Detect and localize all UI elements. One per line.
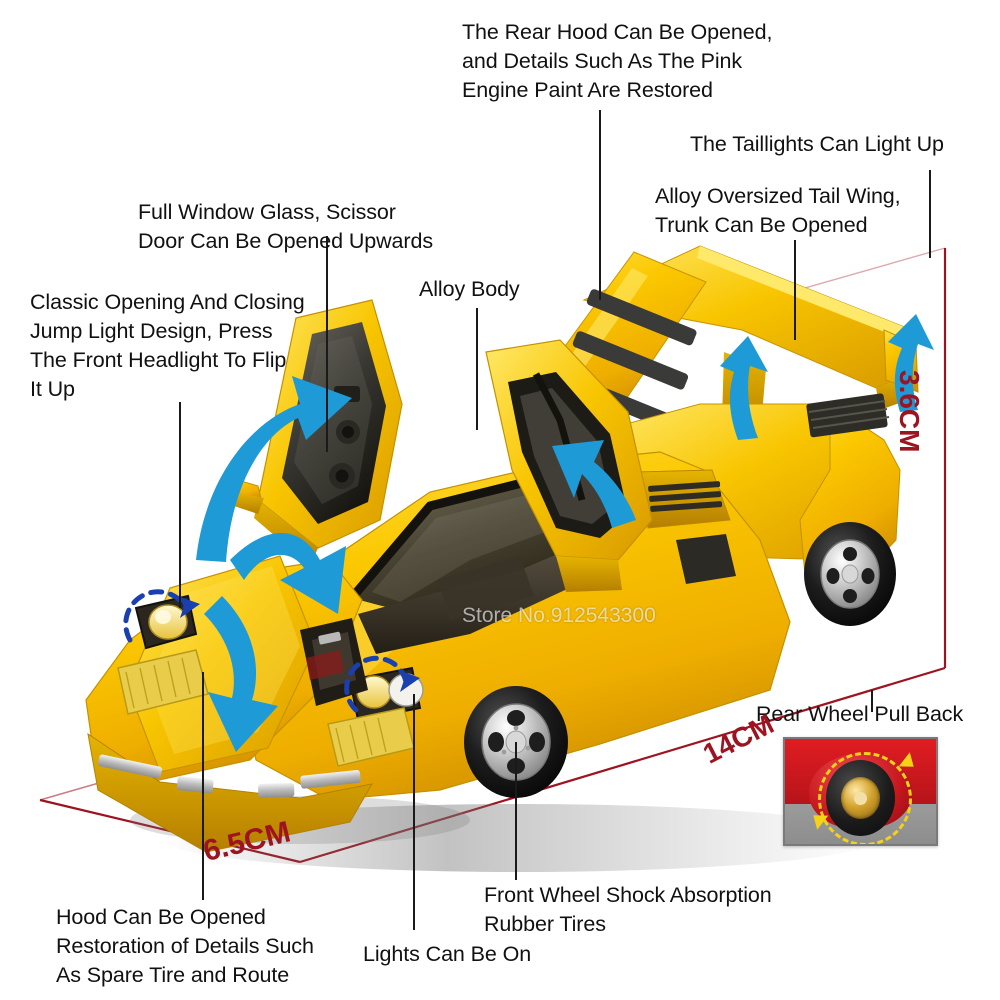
front-grille-slats	[98, 754, 361, 798]
scissor-door-left	[223, 299, 403, 566]
callout-hood-open: Hood Can Be Opened Restoration of Detail…	[56, 905, 314, 987]
callout-alloy-body: Alloy Body	[419, 277, 520, 301]
headlight-rotation-indicators	[123, 589, 409, 713]
headlight-left-popup	[134, 594, 198, 650]
callout-rear-wheel-pull-back: Rear Wheel Pull Back	[756, 702, 964, 726]
callout-lights-on: Lights Can Be On	[363, 942, 532, 966]
arrow-hood-sweep	[204, 596, 278, 752]
motion-arrows	[196, 314, 934, 752]
callout-rear-hood: The Rear Hood Can Be Opened, and Details…	[462, 20, 773, 102]
wheel-rear	[804, 522, 896, 626]
arrow-door-left	[196, 376, 352, 562]
callout-front-wheel-shock: Front Wheel Shock Absorption Rubber Tire…	[484, 883, 772, 936]
arrow-rear-hood	[720, 336, 768, 440]
arrow-hood	[230, 533, 346, 614]
arrow-door-right	[552, 440, 636, 528]
inset-rotation-dashed-ring	[818, 751, 912, 844]
callout-tail-wing: Alloy Oversized Tail Wing, Trunk Can Be …	[655, 184, 901, 237]
callout-jump-light: Classic Opening And Closing Jump Light D…	[30, 290, 305, 401]
headlight-rotation-arrowheads	[178, 596, 420, 692]
rear-wheel-pullback-inset	[783, 737, 938, 846]
callout-window-glass: Full Window Glass, Scissor Door Can Be O…	[138, 200, 433, 253]
callout-taillights: The Taillights Can Light Up	[690, 132, 944, 156]
dimension-height-label: 3.6CM	[894, 370, 925, 453]
arrow-wing	[888, 314, 934, 412]
